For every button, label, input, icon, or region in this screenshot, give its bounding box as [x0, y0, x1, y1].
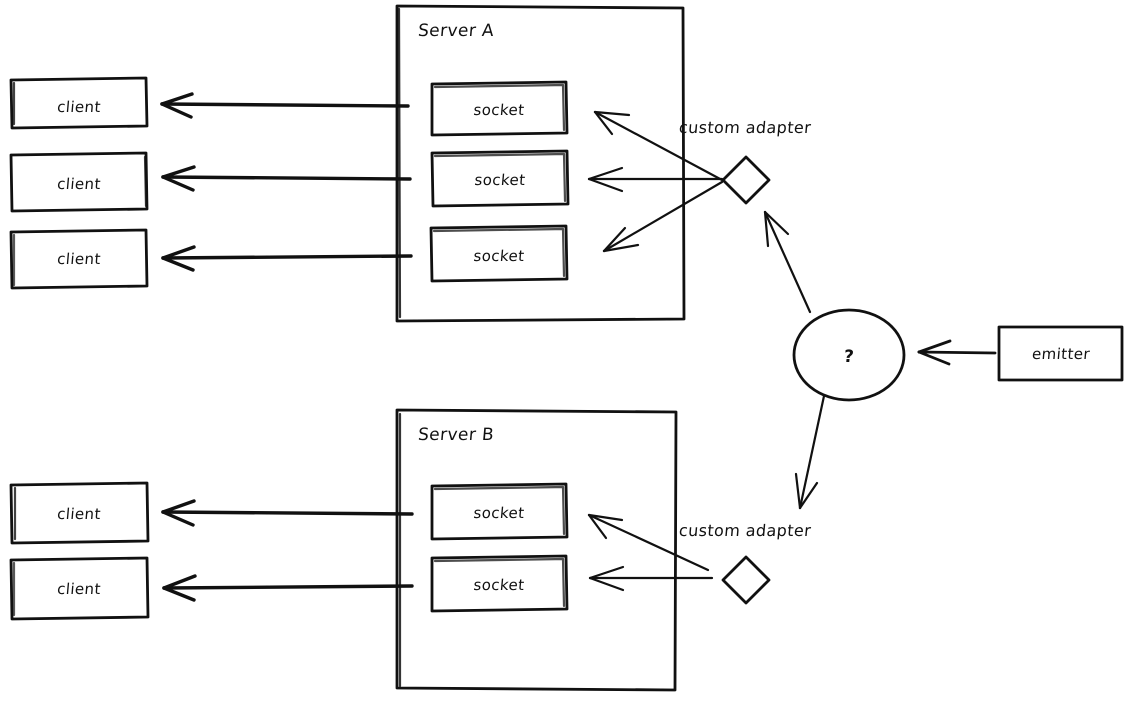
client-box-a1	[9, 76, 149, 130]
client-box-a3	[9, 228, 149, 290]
server-b-box	[395, 408, 678, 692]
arrow-socket-b1-to-client-b1	[161, 499, 414, 527]
client-a2-label: client	[56, 175, 102, 193]
server-a-socket-3-box	[429, 224, 569, 283]
client-a1-label: client	[56, 98, 102, 116]
arrow-socket-a1-to-client-a1	[160, 92, 410, 119]
server-a-socket-3-label: socket	[472, 247, 526, 265]
client-box-b1	[9, 481, 150, 545]
server-a-socket-1-box	[430, 80, 569, 137]
client-box-b2	[9, 556, 150, 621]
custom-adapter-a-diamond	[721, 155, 771, 205]
server-b-socket-2-box	[430, 554, 569, 613]
emitter-box	[997, 325, 1124, 382]
server-a-socket-1-label: socket	[472, 101, 526, 119]
client-box-a2	[9, 151, 149, 213]
arrow-adapter-b-to-socket-b1	[587, 513, 710, 572]
arrow-emitter-to-broker	[917, 339, 997, 366]
arrow-broker-to-adapter-a	[763, 210, 812, 314]
arrow-broker-to-adapter-b	[794, 394, 826, 510]
arrow-socket-b2-to-client-b2	[162, 574, 414, 602]
broker-label: ?	[842, 347, 856, 367]
server-a-box	[395, 4, 686, 323]
emitter-label: emitter	[1031, 345, 1091, 363]
arrow-adapter-a-to-socket-a3	[602, 180, 724, 253]
server-a-label: Server A	[417, 21, 495, 41]
server-a-socket-2-box	[430, 149, 570, 208]
client-b2-label: client	[56, 580, 102, 598]
arrow-adapter-a-to-socket-a2	[587, 166, 724, 193]
server-b-socket-1-box	[430, 482, 569, 541]
broker-ellipse	[792, 308, 906, 402]
client-b1-label: client	[56, 505, 102, 523]
client-a3-label: client	[56, 250, 102, 268]
custom-adapter-b-diamond	[721, 555, 771, 605]
server-b-socket-1-label: socket	[472, 504, 526, 522]
arrow-socket-a3-to-client-a3	[161, 245, 413, 272]
custom-adapter-a-label: custom adapter	[678, 118, 813, 137]
server-a-socket-2-label: socket	[473, 171, 527, 189]
server-b-socket-2-label: socket	[472, 576, 526, 594]
server-b-label: Server B	[417, 425, 495, 445]
arrow-socket-a2-to-client-a2	[161, 165, 412, 192]
custom-adapter-b-label: custom adapter	[678, 521, 813, 540]
arrow-adapter-a-to-socket-a1	[593, 110, 724, 182]
arrow-adapter-b-to-socket-b2	[588, 565, 714, 592]
